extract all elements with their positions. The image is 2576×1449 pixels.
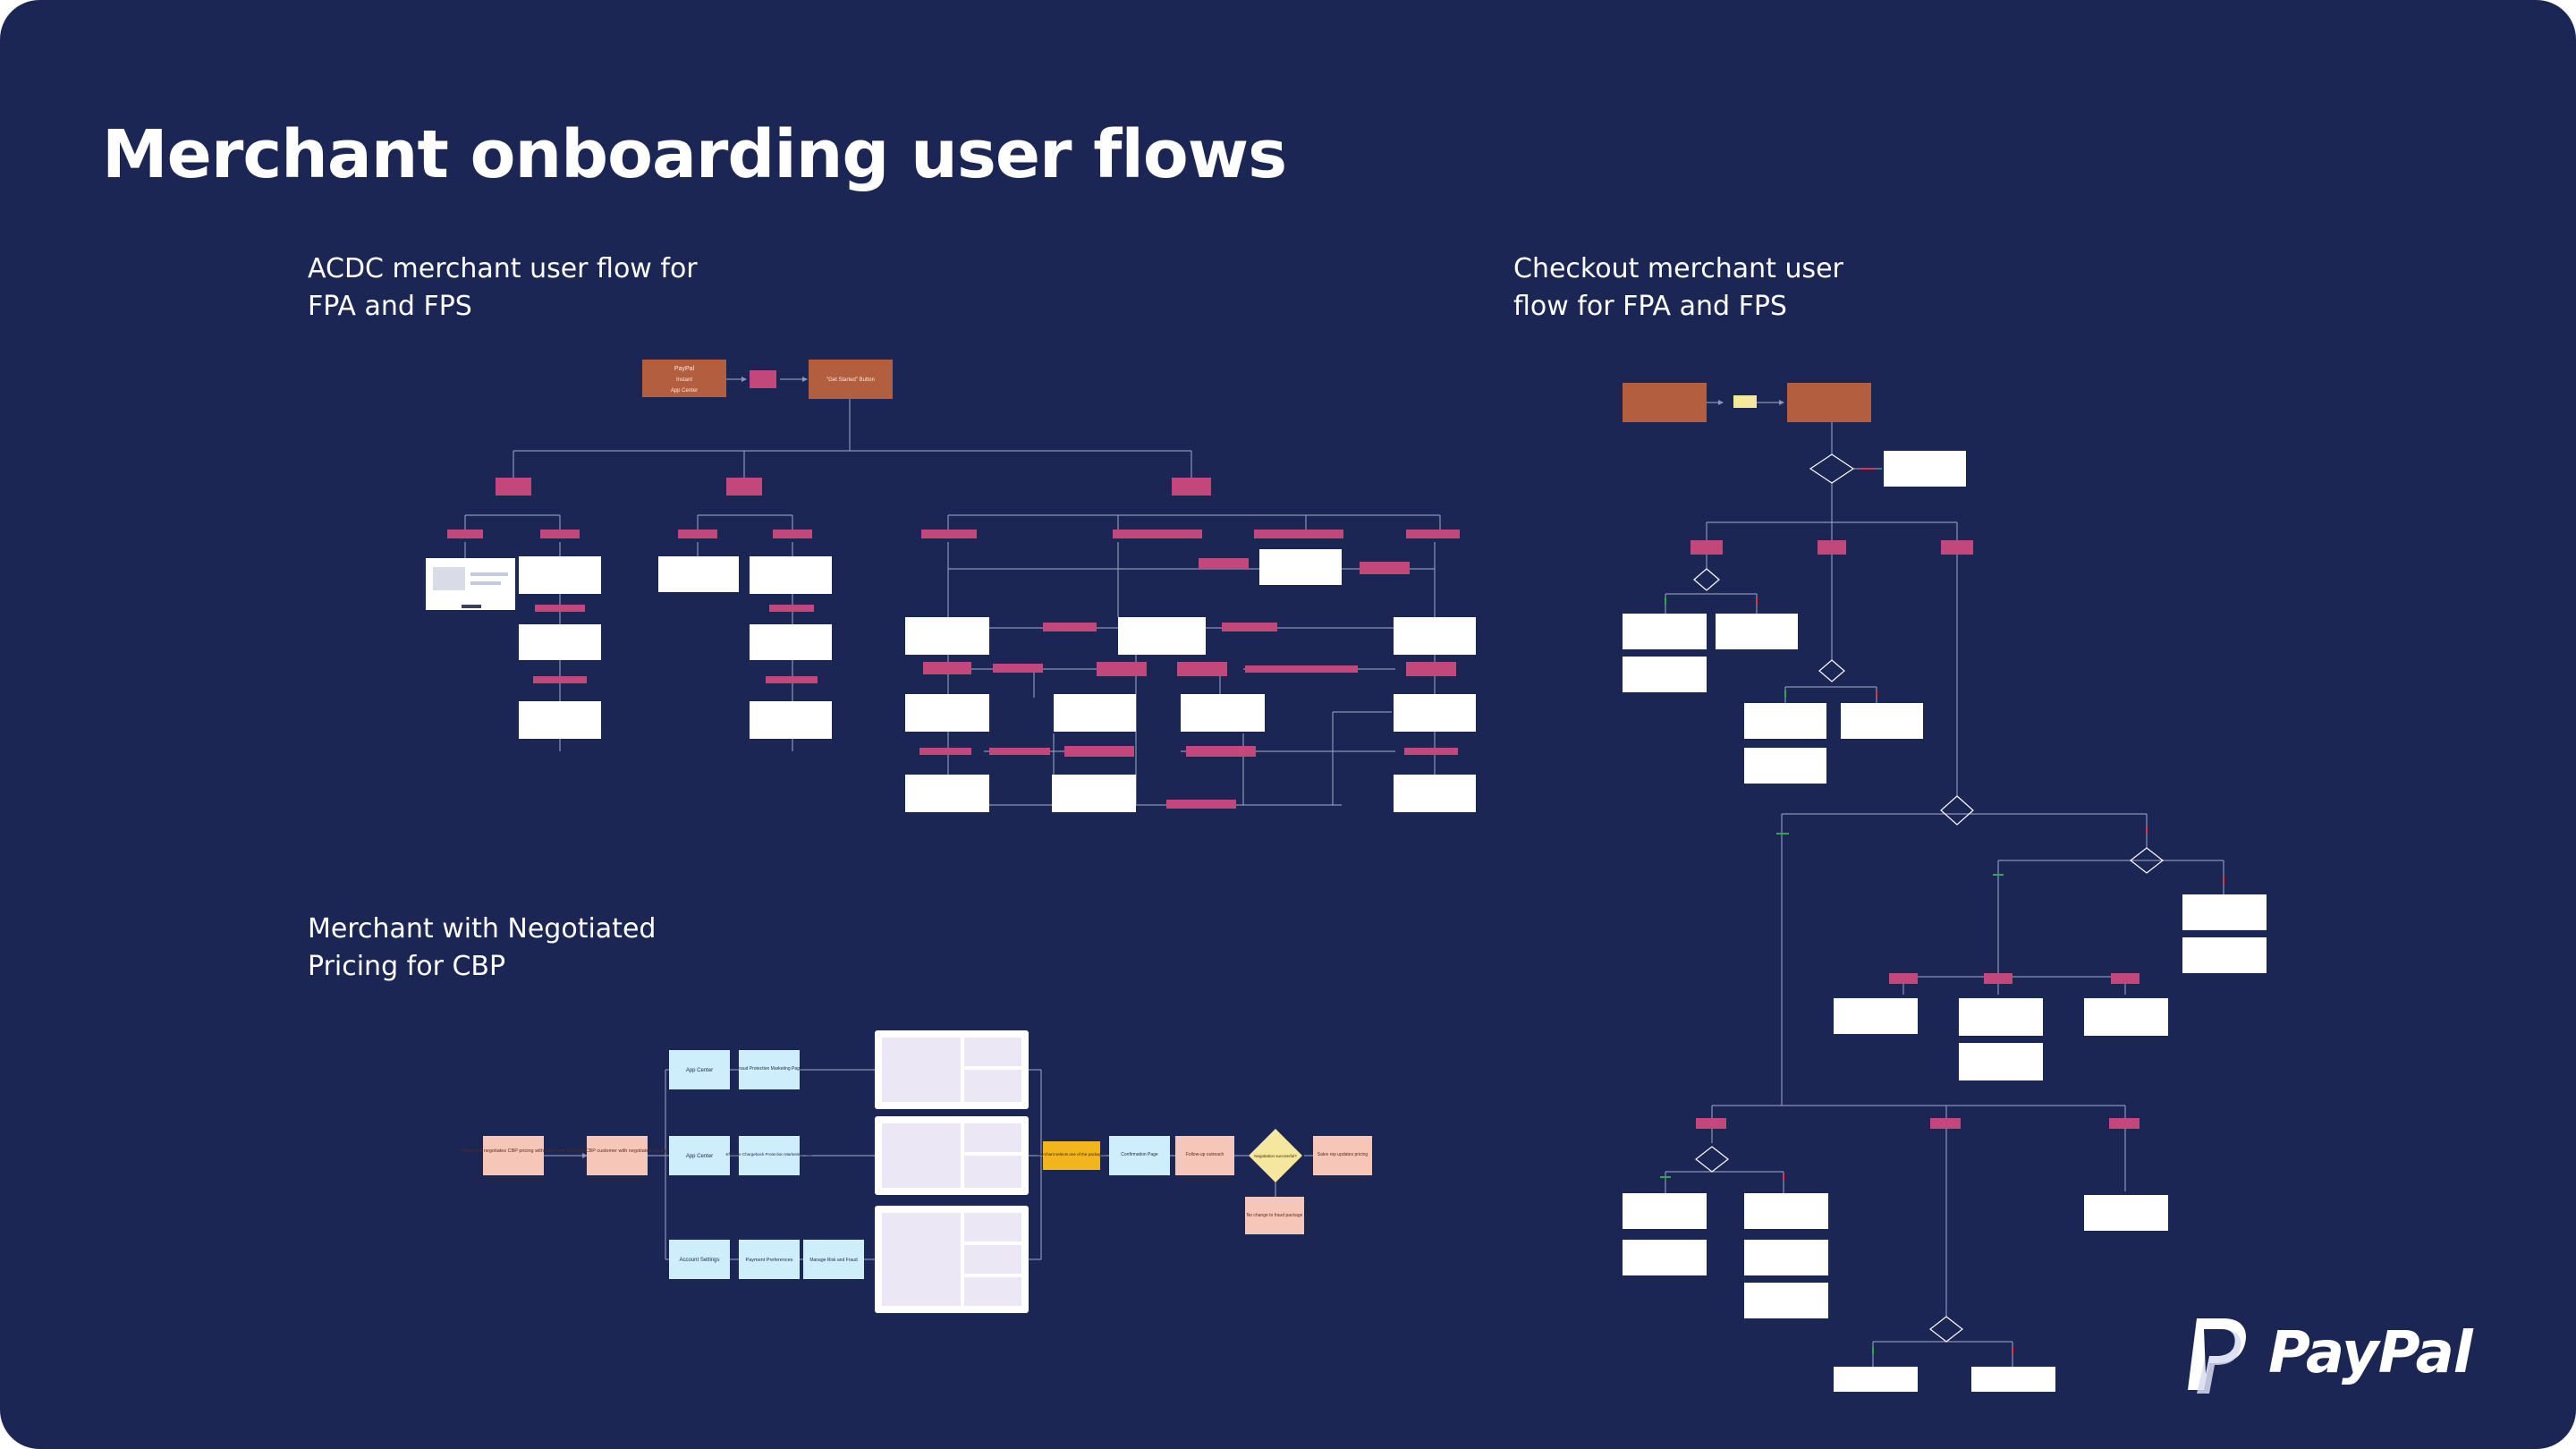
acdc-start-line3: App Center xyxy=(671,388,698,394)
section-title-checkout-line2: flow for FPA and FPS xyxy=(1513,291,1787,322)
acdc-flow xyxy=(464,377,1441,806)
cbp-no-change: No change to fraud package xyxy=(1247,1213,1303,1218)
cbp-flow xyxy=(544,1069,1313,1260)
checkout-nodes xyxy=(1623,383,2267,1392)
acdc-start-line1: PayPal xyxy=(674,366,695,372)
acdc-start-line2: Instant xyxy=(676,377,692,383)
cbp-manage-risk: Manage Risk and Fraud xyxy=(809,1258,858,1263)
cbp-account-settings: Account Settings xyxy=(679,1258,719,1263)
acdc-landing-label: "Get Started" Button xyxy=(826,377,875,383)
cbp-start-node: Merchant negotiates CBP pricing with sal… xyxy=(462,1148,564,1154)
cbp-sales: Sales rep updates pricing xyxy=(1318,1152,1368,1157)
paypal-wordmark: PayPal xyxy=(2268,1320,2473,1386)
cbp-payment-preferences: Payment Preferences xyxy=(746,1258,793,1263)
cbp-decision-highlight: Merchant selects one of the packages xyxy=(1038,1152,1106,1157)
paypal-logo: PayPal xyxy=(2177,1311,2481,1397)
cbp-app-center-1: App Center xyxy=(686,1068,713,1073)
section-title-checkout: Checkout merchant user flow for FPA and … xyxy=(1513,250,1843,326)
page-title: Merchant onboarding user flows xyxy=(102,116,1287,193)
acdc-nodes: PayPal Instant App Center "Get Started" … xyxy=(426,360,1476,812)
section-title-negotiated: Merchant with Negotiated Pricing for CBP xyxy=(308,911,656,986)
cbp-existing-node: Existing CBP customer with negotiated pr… xyxy=(567,1148,667,1154)
section-title-acdc: ACDC merchant user flow for FPA and FPS xyxy=(308,250,698,326)
section-title-acdc-line2: FPA and FPS xyxy=(308,291,472,322)
cbp-fraud-protection: Fraud Protection Marketing Page xyxy=(736,1066,802,1072)
cbp-confirmation: Confirmation Page xyxy=(1121,1152,1158,1157)
section-title-acdc-line1: ACDC merchant user flow for xyxy=(308,253,698,284)
cbp-follow-up: Follow-up outreach xyxy=(1186,1152,1224,1157)
paypal-logo-icon xyxy=(2188,1318,2246,1394)
checkout-flow xyxy=(1665,400,2224,1367)
cbp-effective-marketing: Effective Chargeback Protection Marketin… xyxy=(726,1152,813,1157)
section-title-negotiated-line1: Merchant with Negotiated xyxy=(308,913,657,945)
section-title-negotiated-line2: Pricing for CBP xyxy=(308,951,506,982)
section-title-checkout-line1: Checkout merchant user xyxy=(1513,253,1843,284)
cbp-nodes: Merchant negotiates CBP pricing with sal… xyxy=(462,1030,1372,1313)
cbp-app-center-2: App Center xyxy=(686,1154,713,1159)
cbp-diamond: Negotiation successful? xyxy=(1254,1154,1297,1158)
